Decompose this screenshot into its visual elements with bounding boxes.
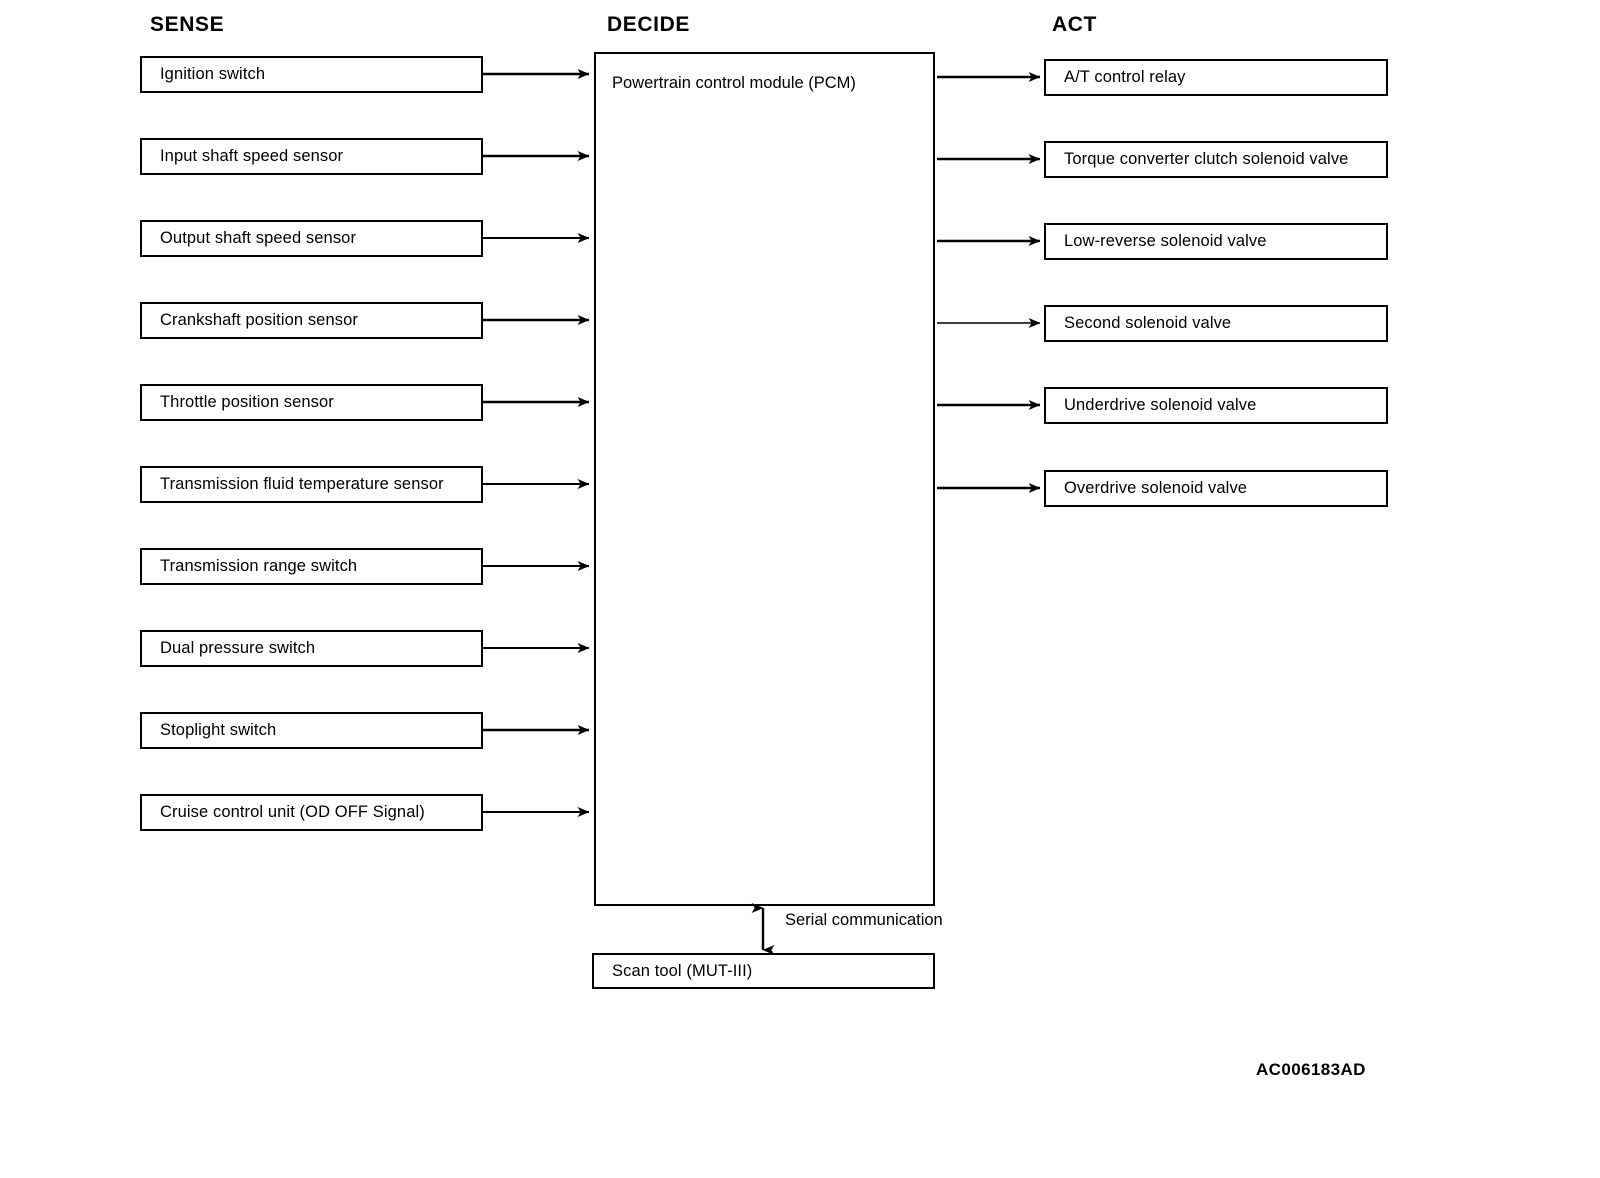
scan-tool-label: Scan tool (MUT-III): [612, 961, 753, 980]
column-heading-act: ACT: [1052, 13, 1097, 36]
act-node-second-solenoid-valve[interactable]: Second solenoid valve: [1044, 305, 1388, 342]
sense-node-crankshaft-position-sensor[interactable]: Crankshaft position sensor: [140, 302, 483, 339]
sense-node-label: Throttle position sensor: [160, 393, 334, 412]
sense-node-ignition-switch[interactable]: Ignition switch: [140, 56, 483, 93]
sense-node-label: Cruise control unit (OD OFF Signal): [160, 803, 425, 822]
act-node-label: A/T control relay: [1064, 68, 1186, 87]
sense-node-label: Transmission range switch: [160, 557, 358, 576]
sense-node-label: Ignition switch: [160, 65, 266, 84]
sense-node-output-shaft-speed-sensor[interactable]: Output shaft speed sensor: [140, 220, 483, 257]
sense-node-stoplight-switch[interactable]: Stoplight switch: [140, 712, 483, 749]
document-reference-code: AC006183AD: [1256, 1060, 1366, 1079]
act-node-label: Low-reverse solenoid valve: [1064, 232, 1267, 251]
act-node-label: Second solenoid valve: [1064, 314, 1232, 333]
sense-node-label: Output shaft speed sensor: [160, 229, 357, 248]
sense-node-cruise-control-unit[interactable]: Cruise control unit (OD OFF Signal): [140, 794, 483, 831]
sense-node-label: Input shaft speed sensor: [160, 147, 344, 166]
act-node-low-reverse-solenoid-valve[interactable]: Low-reverse solenoid valve: [1044, 223, 1388, 260]
serial-communication-label: Serial communication: [785, 911, 943, 929]
pcm-label: Powertrain control module (PCM): [612, 74, 856, 92]
pcm-to-act-arrows: [937, 72, 1041, 493]
act-node-at-control-relay[interactable]: A/T control relay: [1044, 59, 1388, 96]
act-node-overdrive-solenoid-valve[interactable]: Overdrive solenoid valve: [1044, 470, 1388, 507]
sense-node-dual-pressure-switch[interactable]: Dual pressure switch: [140, 630, 483, 667]
act-node-label: Torque converter clutch solenoid valve: [1064, 150, 1349, 169]
act-node-torque-converter-clutch-solenoid-valve[interactable]: Torque converter clutch solenoid valve: [1044, 141, 1388, 178]
sense-node-throttle-position-sensor[interactable]: Throttle position sensor: [140, 384, 483, 421]
sense-to-pcm-arrows: [483, 69, 590, 817]
column-heading-sense: SENSE: [150, 13, 225, 36]
act-node-underdrive-solenoid-valve[interactable]: Underdrive solenoid valve: [1044, 387, 1388, 424]
decide-node-powertrain-control-module[interactable]: Powertrain control module (PCM): [594, 52, 935, 906]
sense-node-label: Transmission fluid temperature sensor: [160, 475, 444, 494]
sense-node-input-shaft-speed-sensor[interactable]: Input shaft speed sensor: [140, 138, 483, 175]
sense-node-label: Stoplight switch: [160, 721, 277, 740]
act-node-label: Underdrive solenoid valve: [1064, 396, 1257, 415]
act-node-label: Overdrive solenoid valve: [1064, 479, 1248, 498]
sense-node-transmission-range-switch[interactable]: Transmission range switch: [140, 548, 483, 585]
column-heading-decide: DECIDE: [607, 13, 690, 36]
scan-tool-node[interactable]: Scan tool (MUT-III): [592, 953, 935, 989]
sense-node-label: Crankshaft position sensor: [160, 311, 358, 330]
sense-node-transmission-fluid-temperature-sensor[interactable]: Transmission fluid temperature sensor: [140, 466, 483, 503]
sense-node-label: Dual pressure switch: [160, 639, 316, 658]
